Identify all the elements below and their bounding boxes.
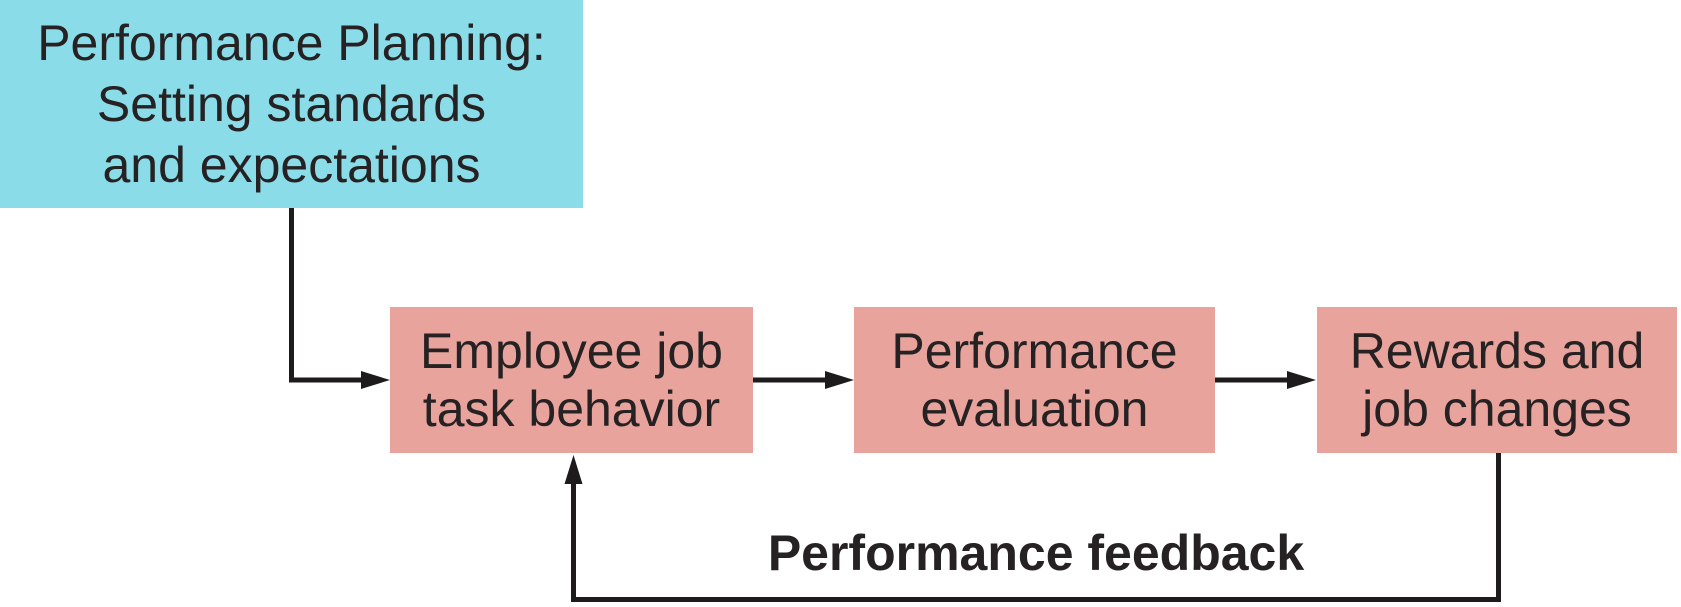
arrow-planning-to-behavior-line: [289, 208, 362, 383]
node-performance-evaluation: Performance evaluation: [854, 307, 1215, 453]
arrow-behavior-to-evaluation-head: [825, 371, 854, 389]
arrow-evaluation-to-rewards-head: [1287, 371, 1316, 389]
arrow-planning-to-behavior-head: [361, 371, 390, 389]
node-employee-job-task-behavior: Employee job task behavior: [390, 307, 753, 453]
arrow-feedback-loop-line: [571, 453, 1501, 602]
node-rewards-and-job-changes: Rewards and job changes: [1317, 307, 1677, 453]
node-performance-planning: Performance Planning: Setting standards …: [0, 0, 583, 208]
arrow-feedback-loop-head: [564, 455, 583, 484]
edge-label-performance-feedback: Performance feedback: [767, 525, 1305, 581]
